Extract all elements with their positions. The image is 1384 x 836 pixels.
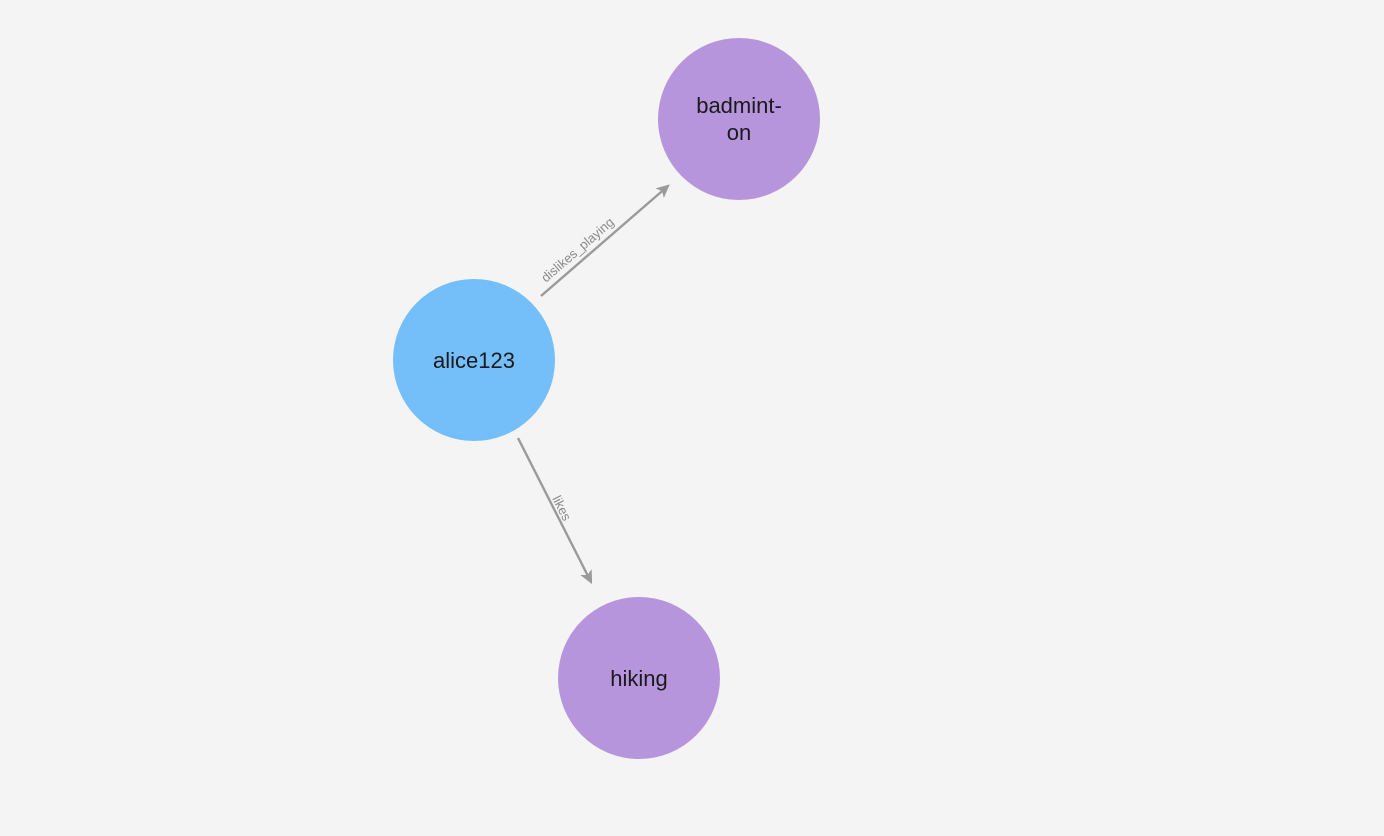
node-label-hiking: hiking [610,665,668,691]
edge-dislikes-playing-line[interactable] [540,184,670,297]
node-label-alice123: alice123 [433,347,515,373]
graph-node-alice123[interactable]: alice123 [393,279,555,441]
graph-node-badminton[interactable]: badmint- on [658,38,820,200]
node-label-badminton: badmint- on [696,93,782,145]
graph-node-hiking[interactable]: hiking [558,597,720,759]
edge-likes-line[interactable] [516,437,593,585]
